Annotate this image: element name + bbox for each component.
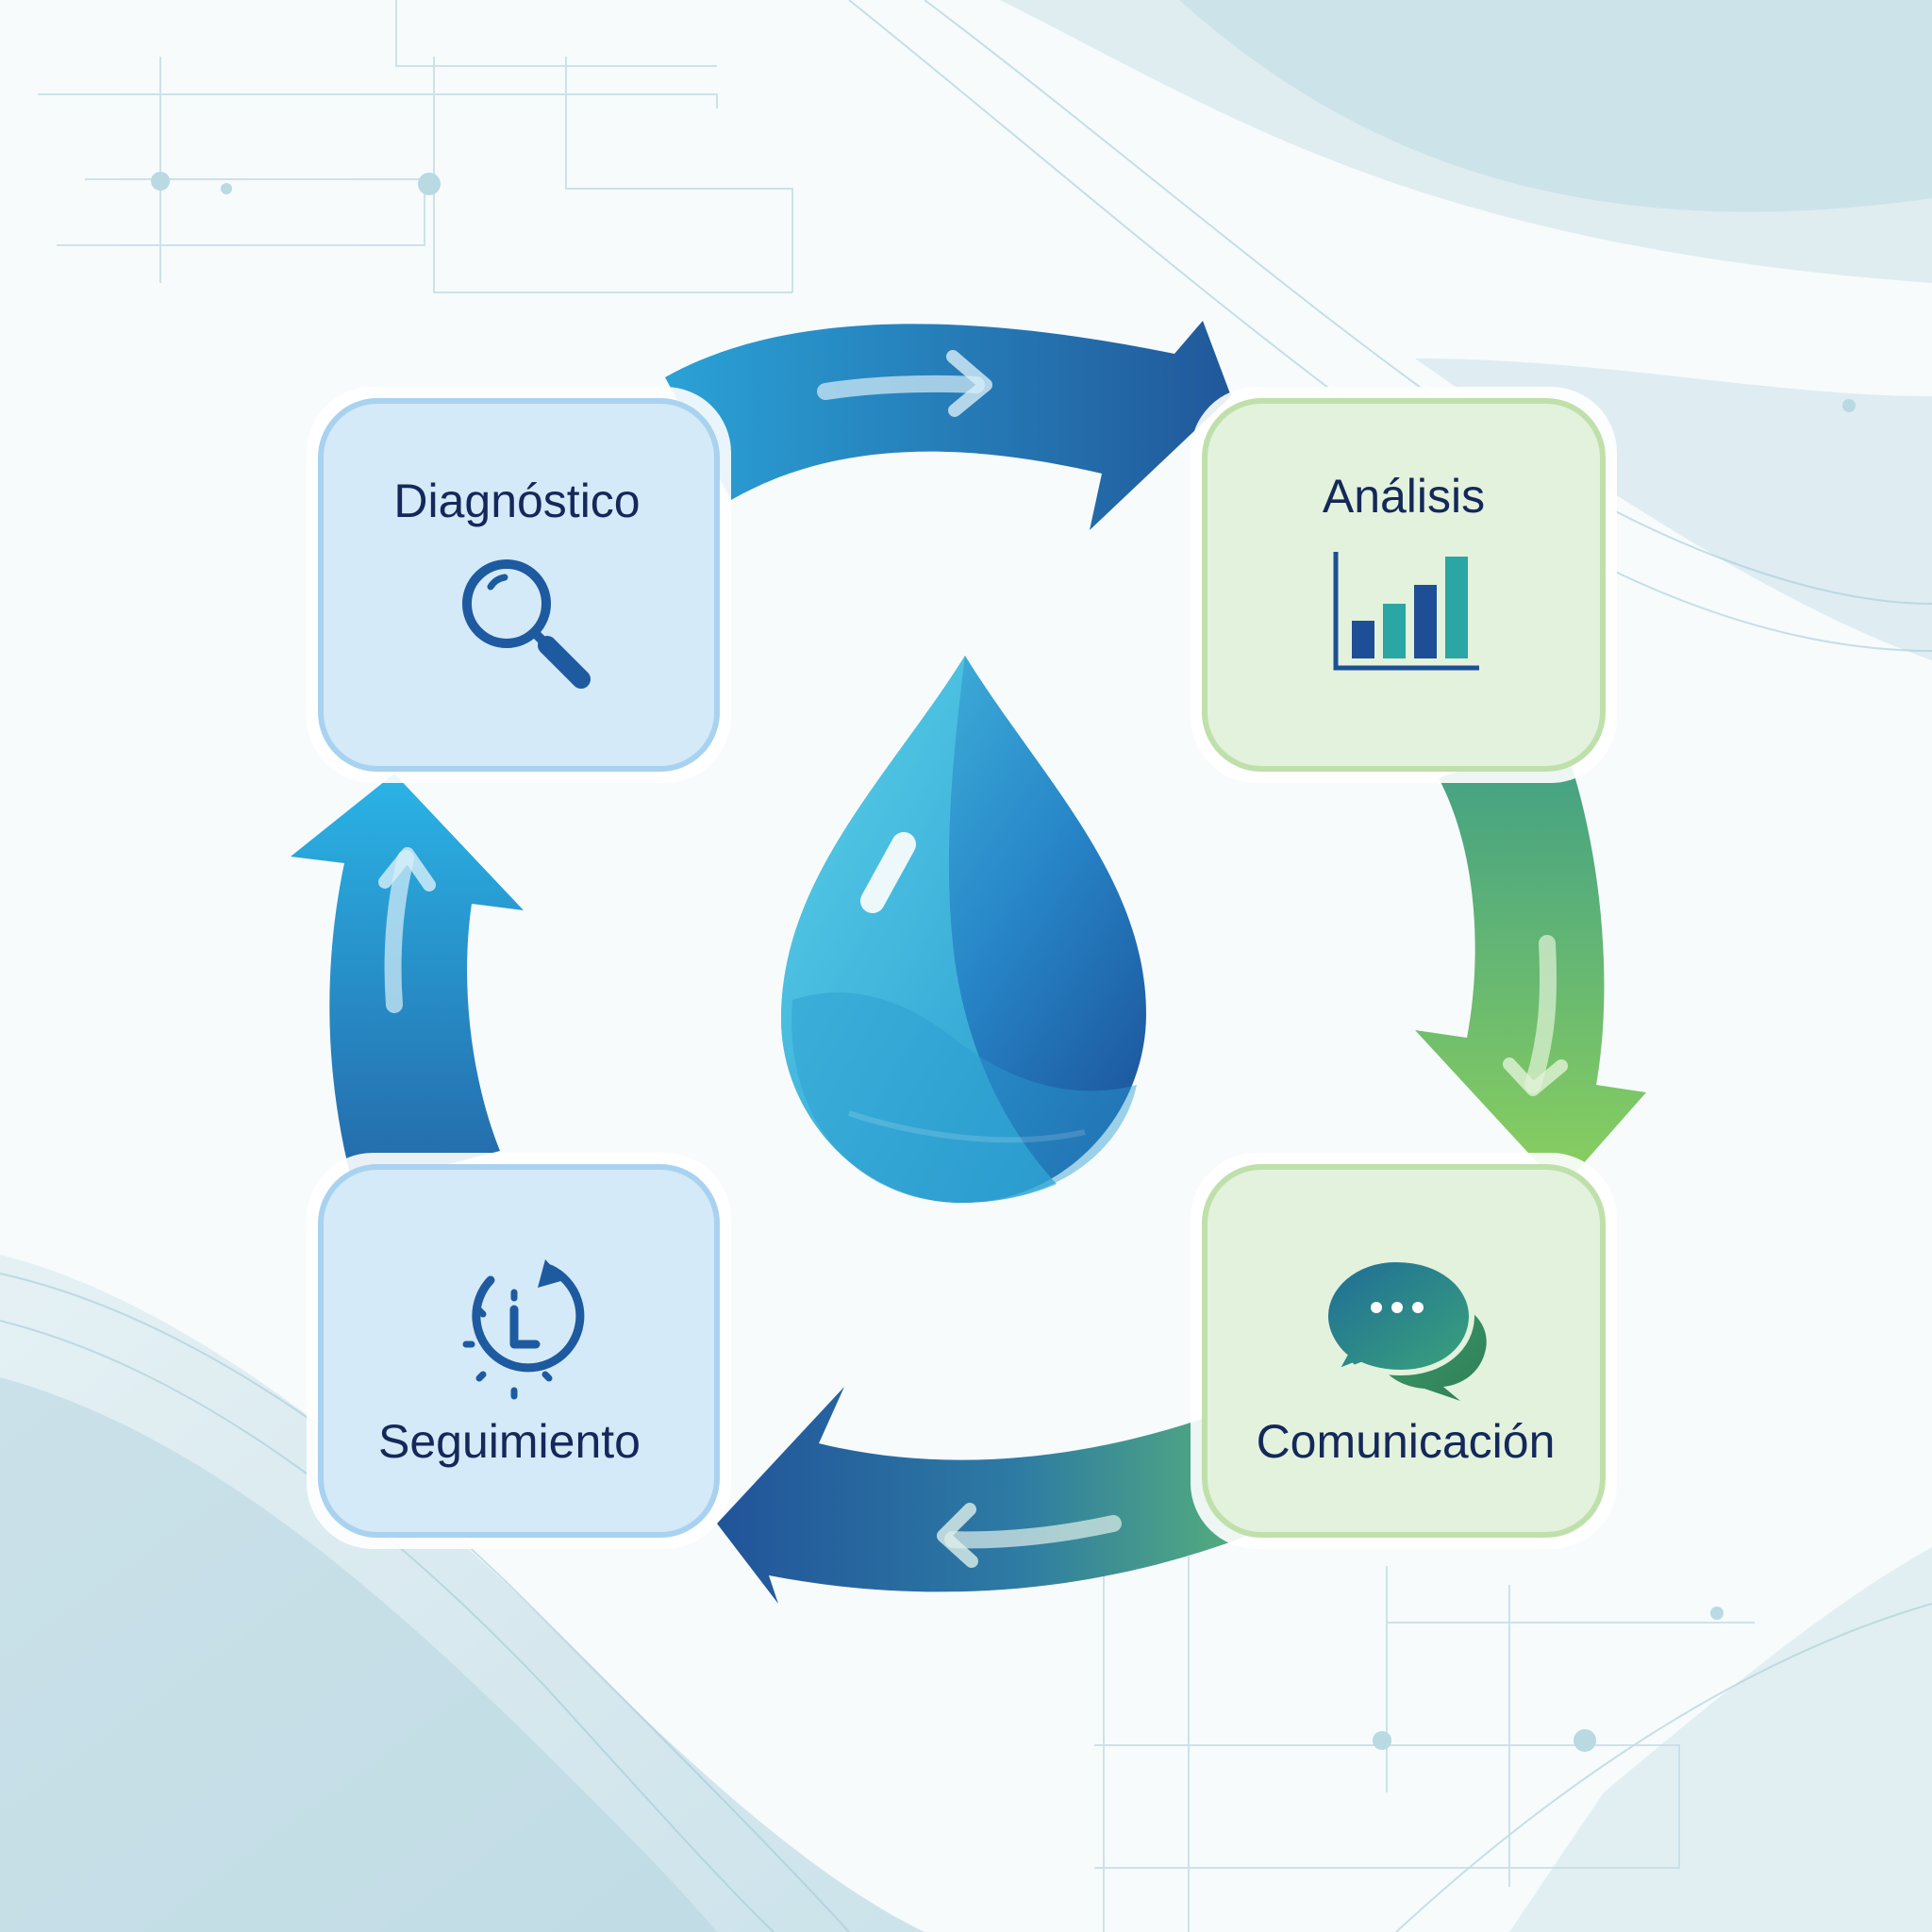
stage-label-comunicacion: Comunicación — [1257, 1415, 1556, 1468]
bar-chart-icon — [1333, 552, 1479, 671]
water-drop-icon — [781, 656, 1146, 1203]
stage-diagnostico[interactable]: Diagnóstico — [307, 387, 731, 783]
arrow-comunicacion-to-seguimiento — [717, 1387, 1255, 1604]
arrow-seguimiento-to-diagnostico — [291, 774, 524, 1189]
stage-label-seguimiento: Seguimiento — [378, 1415, 641, 1468]
clock-refresh-icon — [462, 1259, 585, 1400]
cycle-arrows — [291, 321, 1646, 1604]
chat-bubbles-icon — [1322, 1256, 1487, 1401]
arrow-analisis-to-comunicacion — [1415, 736, 1646, 1189]
stage-comunicacion[interactable]: Comunicación — [1191, 1153, 1617, 1549]
arrow-diagnostico-to-analisis — [665, 321, 1231, 530]
stage-label-diagnostico: Diagnóstico — [393, 475, 640, 527]
stage-seguimiento[interactable]: Seguimiento — [307, 1153, 731, 1549]
magnifier-icon — [462, 559, 591, 689]
stage-label-analisis: Análisis — [1323, 470, 1485, 523]
stage-analisis[interactable]: Análisis — [1191, 387, 1617, 783]
